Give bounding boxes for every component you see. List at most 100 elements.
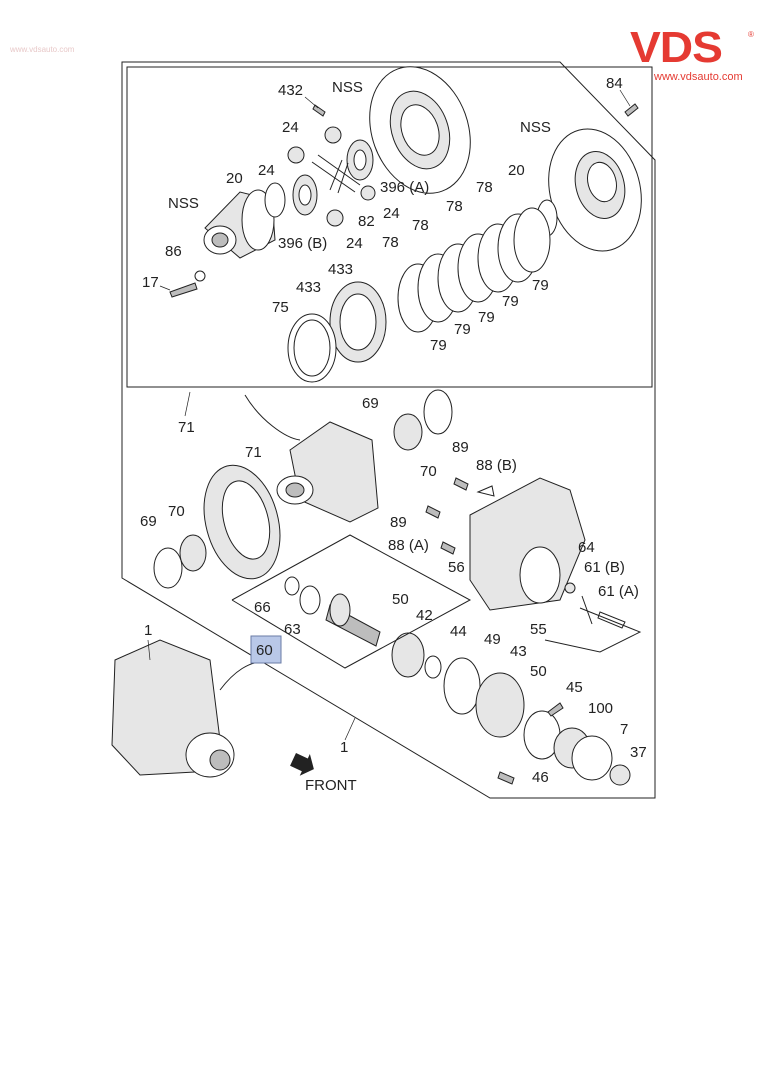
side-gear-396b <box>292 174 318 216</box>
spring-ring-433 <box>339 293 377 351</box>
logo-text: VDS <box>630 23 723 72</box>
bearing-cup-69 <box>423 389 453 435</box>
leader-line <box>304 96 319 109</box>
callout-88b: 88 (B) <box>476 457 517 474</box>
callout-88a: 88 (A) <box>388 537 429 554</box>
clutch-plate-stack <box>397 207 551 333</box>
callout-42: 42 <box>416 607 433 624</box>
callout-70: 70 <box>168 503 185 520</box>
callout-49: 49 <box>484 631 501 648</box>
differential-case-71 <box>276 421 379 523</box>
leader-line <box>147 639 151 661</box>
callout-69: 69 <box>140 513 157 530</box>
callout-71: 71 <box>245 444 262 461</box>
callout-50: 50 <box>530 663 547 680</box>
callout-24: 24 <box>282 119 299 136</box>
vds-logo: VDS ® www.vdsauto.com <box>630 26 760 84</box>
pinion-gear-24 <box>326 209 344 227</box>
callout-24: 24 <box>258 162 275 179</box>
bolt-17 <box>169 282 198 298</box>
assembly-arrow <box>244 394 301 441</box>
bearing-63 <box>299 585 321 615</box>
callout-45: 45 <box>566 679 583 696</box>
spider-cross-82 <box>311 154 361 194</box>
callout-66: 66 <box>254 599 271 616</box>
callout-61b: 61 (B) <box>584 559 625 576</box>
lock-61a <box>597 611 626 629</box>
callout-60-highlight <box>250 635 282 664</box>
callout-20: 20 <box>226 170 243 187</box>
nut-37 <box>609 764 631 786</box>
case-half-left <box>203 189 276 259</box>
callout-50: 50 <box>392 591 409 608</box>
callout-75: 75 <box>272 299 289 316</box>
callout-432: 432 <box>278 82 303 99</box>
callout-84: 84 <box>606 75 623 92</box>
spacer-42 <box>424 655 442 679</box>
callout-89: 89 <box>390 514 407 531</box>
callout-433: 433 <box>328 261 353 278</box>
callout-396b: 396 (B) <box>278 235 327 252</box>
case-flange-top <box>369 66 471 194</box>
bearing-cone-70 <box>179 534 207 572</box>
logo-reg-mark: ® <box>748 30 754 39</box>
callout-44: 44 <box>450 623 467 640</box>
callout-64: 64 <box>578 539 595 556</box>
callout-60: 60 <box>256 642 273 659</box>
front-arrow-icon <box>290 753 314 776</box>
callout-78: 78 <box>412 217 429 234</box>
callout-79: 79 <box>454 321 471 338</box>
callout-20: 20 <box>508 162 525 179</box>
callout-396a: 396 (A) <box>380 179 429 196</box>
callout-56: 56 <box>448 559 465 576</box>
pinion-head <box>329 593 351 627</box>
callout-43: 43 <box>510 643 527 660</box>
callout-61a: 61 (A) <box>598 583 639 600</box>
callout-nss: NSS <box>520 119 551 136</box>
callout-70: 70 <box>420 463 437 480</box>
callout-69: 69 <box>362 395 379 412</box>
assembly-arrow <box>219 661 263 691</box>
bolt-89 <box>425 505 441 519</box>
leader-line <box>619 89 631 107</box>
leader-line <box>184 391 191 417</box>
thrust-washer-20 <box>264 182 286 218</box>
front-label: FRONT <box>305 777 357 794</box>
carrier-housing <box>469 477 586 611</box>
pinion-gear-24 <box>287 146 305 164</box>
callout-37: 37 <box>630 744 647 761</box>
callout-71: 71 <box>178 419 195 436</box>
lock-group-box <box>544 607 642 653</box>
callout-24: 24 <box>383 205 400 222</box>
callout-1: 1 <box>144 622 152 639</box>
bolt-45 <box>547 702 564 717</box>
leader-line <box>159 285 171 291</box>
case-half-right <box>548 128 642 252</box>
callout-78: 78 <box>382 234 399 251</box>
screw-432 <box>312 104 326 117</box>
pinion-gear-24 <box>360 185 376 201</box>
logo-url: www.vdsauto.com <box>654 71 743 83</box>
bolt-89 <box>453 477 469 491</box>
callout-17: 17 <box>142 274 159 291</box>
callout-89: 89 <box>452 439 469 456</box>
pinion-gear-24 <box>324 126 342 144</box>
callout-100: 100 <box>588 700 613 717</box>
pinion-group-box <box>231 534 472 669</box>
nut-64 <box>564 582 576 594</box>
callout-79: 79 <box>430 337 447 354</box>
callout-79: 79 <box>502 293 519 310</box>
callout-46: 46 <box>532 769 549 786</box>
side-gear-396a <box>346 139 374 181</box>
washer-75-inner <box>293 319 331 377</box>
bolt-56 <box>440 541 456 555</box>
callout-63: 63 <box>284 621 301 638</box>
watermark-text: www.vdsauto.com <box>10 45 75 54</box>
callout-55: 55 <box>530 621 547 638</box>
callout-79: 79 <box>478 309 495 326</box>
callout-78: 78 <box>446 198 463 215</box>
axle-assembly-1 <box>111 639 235 778</box>
lock-88b <box>476 485 495 497</box>
shim-66 <box>284 576 300 596</box>
ring-gear <box>203 464 281 580</box>
